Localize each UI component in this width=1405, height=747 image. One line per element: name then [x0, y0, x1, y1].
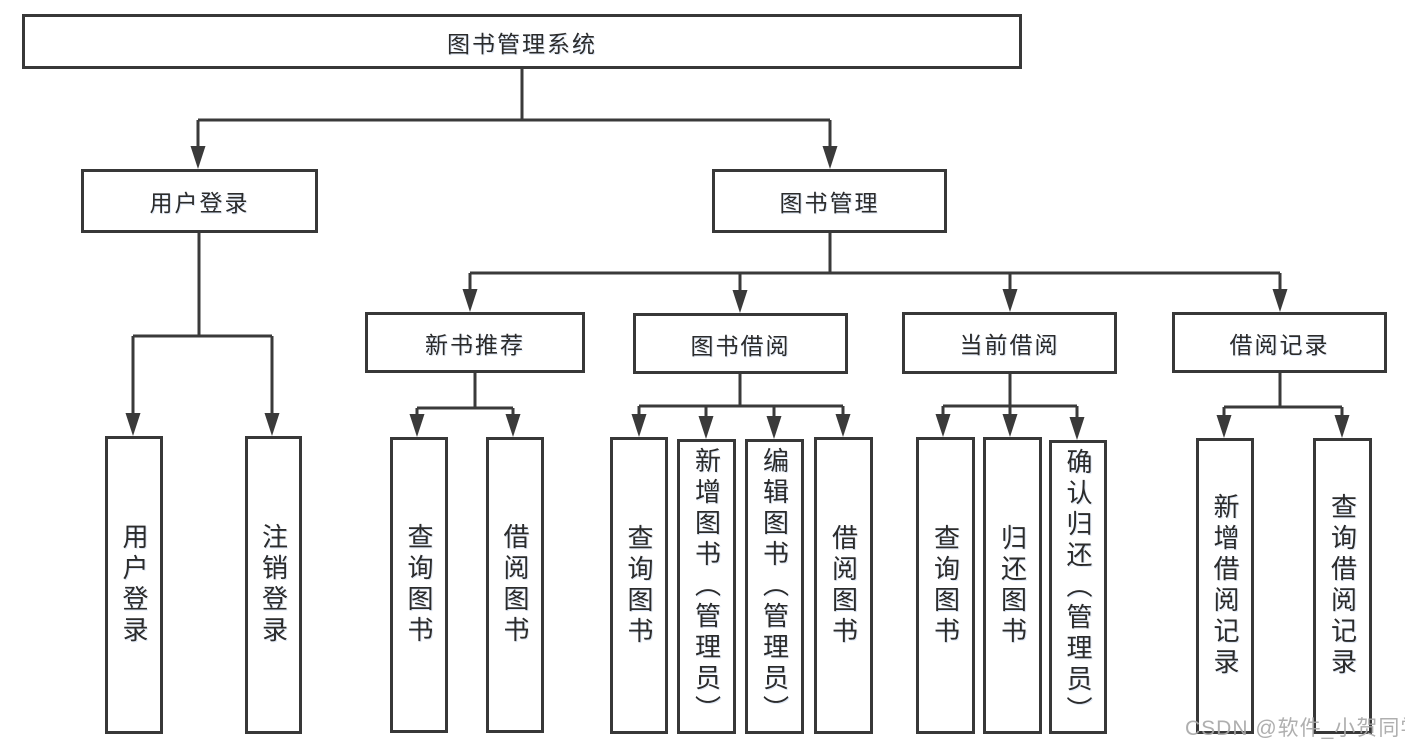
node-root: 图书管理系统: [22, 14, 1022, 69]
node-leaf-cb-confirm-label: 确认归还（管理员）: [1063, 447, 1093, 727]
node-leaf-user-login: 用户登录: [105, 436, 163, 734]
node-borrow-record-label: 借阅记录: [1229, 331, 1330, 358]
node-book-borrow-label: 图书借阅: [690, 332, 791, 359]
node-user-login-label: 用户登录: [149, 190, 250, 216]
node-leaf-cb-confirm: 确认归还（管理员）: [1049, 440, 1107, 734]
node-book-management-label: 图书管理: [779, 190, 880, 216]
node-leaf-cb-return-book-label: 归还图书: [997, 523, 1028, 648]
node-leaf-logout-label: 注销登录: [258, 523, 289, 647]
arrowhead-down: [766, 416, 782, 439]
node-leaf-bb-borrow-book-label: 借阅图书: [828, 523, 859, 648]
node-leaf-logout: 注销登录: [245, 436, 302, 734]
arrowhead-down: [1002, 289, 1018, 312]
node-current-borrow-label: 当前借阅: [959, 332, 1060, 358]
node-book-management: 图书管理: [712, 169, 947, 233]
node-leaf-rec-query-book: 查询图书: [390, 437, 448, 733]
arrowhead-down: [732, 290, 748, 313]
node-book-borrow: 图书借阅: [633, 313, 848, 374]
node-leaf-user-login-label: 用户登录: [119, 523, 149, 647]
node-leaf-rec-borrow-book-label: 借阅图书: [500, 523, 530, 647]
arrowhead-down: [631, 414, 647, 437]
node-user-login: 用户登录: [81, 169, 318, 233]
node-leaf-bb-edit-book: 编辑图书（管理员）: [745, 439, 804, 734]
arrowhead-down: [1334, 415, 1350, 438]
node-new-book-recommend-label: 新书推荐: [425, 331, 525, 358]
node-leaf-bb-edit-book-label: 编辑图书（管理员）: [759, 447, 790, 726]
node-leaf-br-add-record: 新增借阅记录: [1196, 438, 1254, 734]
arrowhead-down: [1272, 289, 1288, 312]
arrowhead-down: [1069, 417, 1085, 440]
node-leaf-cb-query-book-label: 查询图书: [930, 523, 961, 648]
arrowhead-down: [935, 414, 951, 437]
arrowhead-down: [835, 414, 851, 437]
arrowhead-down: [1002, 414, 1018, 437]
node-new-book-recommend: 新书推荐: [365, 312, 585, 373]
node-leaf-bb-borrow-book: 借阅图书: [814, 437, 873, 734]
node-leaf-br-query-record-label: 查询借阅记录: [1327, 493, 1358, 679]
node-leaf-bb-query-book-label: 查询图书: [624, 523, 654, 648]
node-leaf-cb-return-book: 归还图书: [983, 437, 1042, 734]
node-leaf-bb-add-book: 新增图书（管理员）: [677, 439, 736, 734]
arrowhead-down: [264, 413, 280, 436]
node-leaf-rec-query-book-label: 查询图书: [404, 523, 434, 647]
node-leaf-br-query-record: 查询借阅记录: [1313, 438, 1372, 734]
node-leaf-rec-borrow-book: 借阅图书: [486, 437, 544, 733]
arrowhead-down: [822, 146, 838, 169]
node-leaf-bb-add-book-label: 新增图书（管理员）: [691, 447, 722, 726]
arrowhead-down: [505, 414, 521, 437]
arrowhead-down: [698, 416, 714, 439]
node-leaf-bb-query-book: 查询图书: [610, 437, 668, 734]
node-borrow-record: 借阅记录: [1172, 312, 1387, 373]
arrowhead-down: [190, 146, 206, 169]
node-leaf-cb-query-book: 查询图书: [916, 437, 975, 734]
arrowhead-down: [125, 413, 141, 436]
csdn-watermark: CSDN @软件_小贺同学: [1185, 717, 1405, 740]
arrowhead-down: [462, 289, 478, 312]
node-leaf-br-add-record-label: 新增借阅记录: [1210, 493, 1240, 679]
arrowhead-down: [1216, 415, 1232, 438]
node-current-borrow: 当前借阅: [902, 312, 1117, 374]
arrowhead-down: [409, 414, 425, 437]
node-root-label: 图书管理系统: [447, 30, 597, 57]
